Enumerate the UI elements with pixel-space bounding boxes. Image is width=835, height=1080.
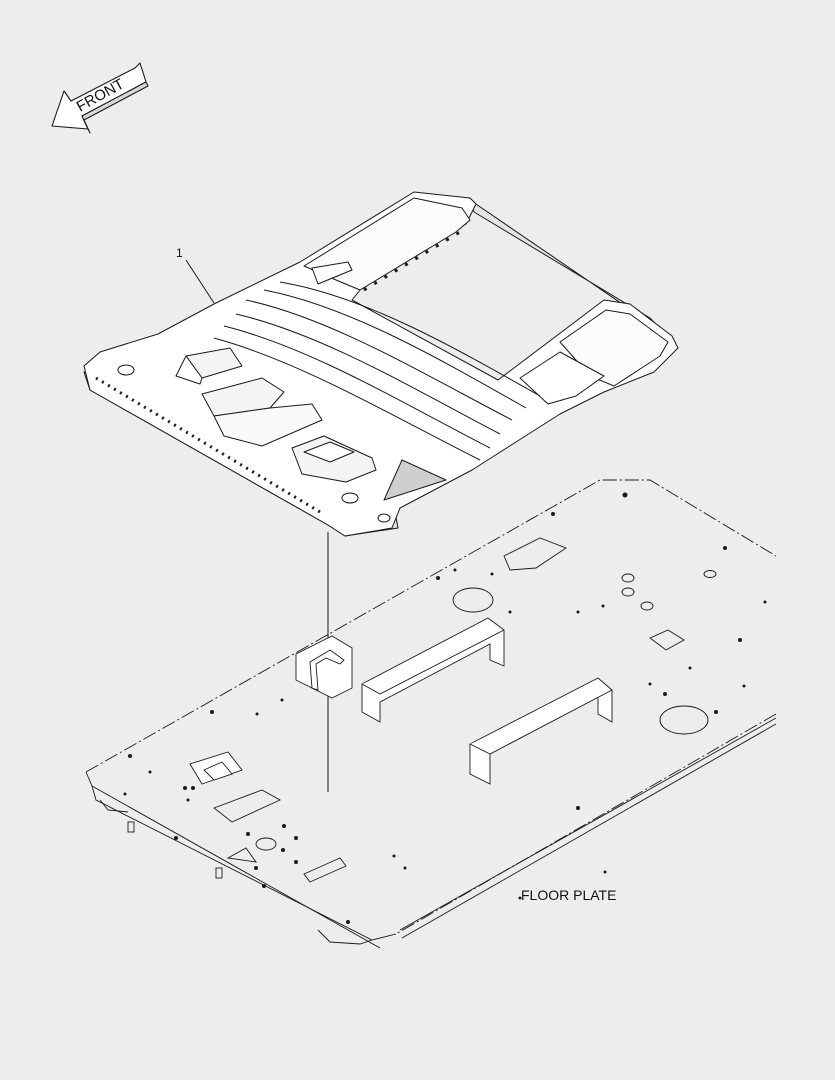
part-number-callout: 1 (176, 246, 183, 260)
front-arrow-icon (51, 62, 149, 134)
floor-plate-label: FLOOR PLATE (521, 887, 617, 903)
floor-mat-part (83, 191, 679, 537)
floor-plate-holes (123, 492, 767, 924)
part-1-leader-line (185, 259, 215, 304)
floor-plate-part (85, 479, 777, 949)
